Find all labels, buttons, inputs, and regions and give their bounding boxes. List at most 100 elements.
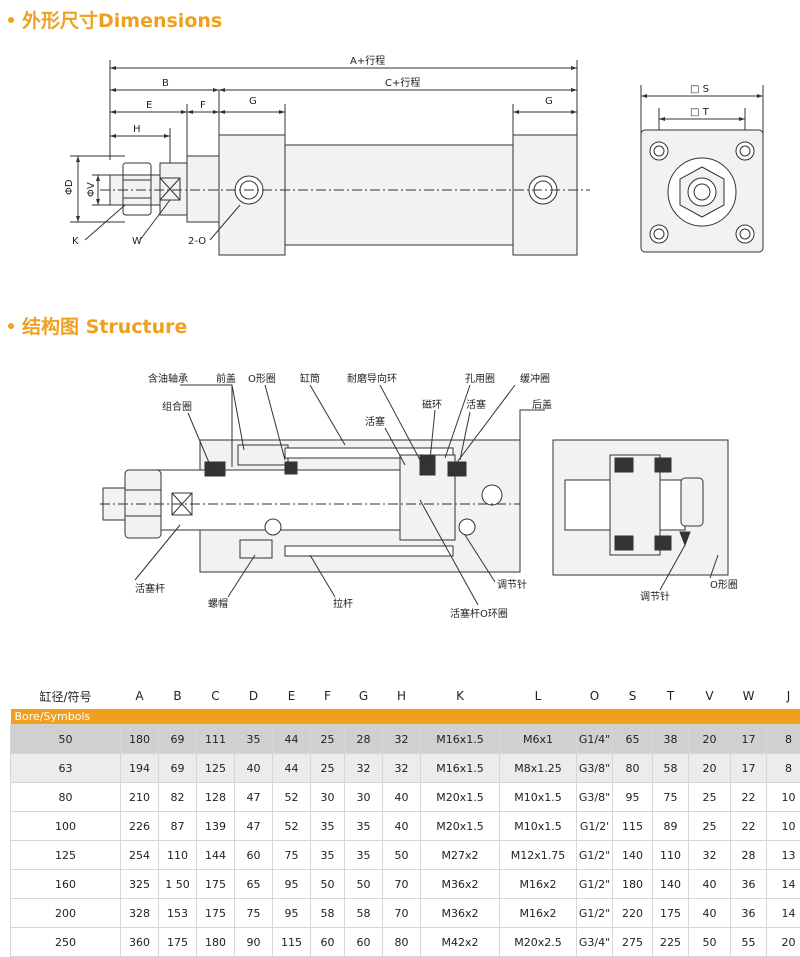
title-bullet [8,17,14,23]
table-cell: 10 [767,812,800,841]
table-cell: 89 [653,812,689,841]
bore-cell: 50 [11,725,121,754]
bore-cell: 80 [11,783,121,812]
label-c-stroke: C+行程 [385,76,420,89]
table-cell: M16x2 [500,870,577,899]
table-cell: G3/8" [577,783,613,812]
header-col: E [273,683,311,709]
table-cell: 226 [121,812,159,841]
bore-symbols-label: Bore/Symbols [11,709,800,725]
header-col: J [767,683,800,709]
table-cell: 50 [345,870,383,899]
label-k: K [72,236,79,247]
table-cell: 10 [767,783,800,812]
table-cell: 220 [613,899,653,928]
table-cell: 69 [159,725,197,754]
label-w: W [132,236,142,247]
table-cell: 25 [689,783,731,812]
label-rod-o-ring: 活塞杆O环圈 [450,607,508,620]
table-cell: 180 [121,725,159,754]
table-cell: 8 [767,754,800,783]
table-cell: 40 [383,812,421,841]
table-cell: M16x1.5 [421,754,500,783]
bore-symbols-row: Bore/Symbols [11,709,800,725]
label-rear-cover: 后盖 [532,398,552,411]
table-cell: 28 [345,725,383,754]
table-cell: M36x2 [421,899,500,928]
label-adjust-needle-2: 调节针 [640,590,670,603]
table-cell: 52 [273,783,311,812]
table-header-row: 缸径/符号 A B C D E F G H K L O S T V W J [11,683,800,709]
table-cell: 30 [311,783,345,812]
label-a-stroke: A+行程 [350,54,385,67]
table-cell: 17 [731,725,767,754]
label-phi-d: ΦD [64,179,75,195]
table-cell: 35 [311,812,345,841]
header-col: C [197,683,235,709]
table-cell: 175 [159,928,197,957]
table-cell: 14 [767,870,800,899]
table-cell: 40 [689,899,731,928]
label-g-left: G [249,96,257,107]
table-cell: 35 [345,841,383,870]
table-cell: 75 [273,841,311,870]
dimensions-title: 外形尺寸Dimensions [8,6,222,33]
table-cell: 60 [345,928,383,957]
label-cylinder-tube: 缸筒 [300,372,320,385]
table-cell: 144 [197,841,235,870]
table-cell: 30 [345,783,383,812]
header-col: W [731,683,767,709]
table-cell: M20x2.5 [500,928,577,957]
label-wear-ring: 耐磨导向环 [347,372,397,385]
table-cell: G3/4" [577,928,613,957]
dimensions-title-text: 外形尺寸Dimensions [22,10,222,32]
table-cell: 70 [383,899,421,928]
table-cell: 35 [345,812,383,841]
table-cell: 275 [613,928,653,957]
table-cell: 360 [121,928,159,957]
table-cell: M16x1.5 [421,725,500,754]
table-cell: 69 [159,754,197,783]
bore-cell: 160 [11,870,121,899]
table-cell: 36 [731,899,767,928]
dimensions-drawing: A+行程 C+行程 B E F G G H ΦD ΦV K W 2-O □ S … [0,40,800,300]
header-col: A [121,683,159,709]
table-cell: 325 [121,870,159,899]
label-h: H [133,124,141,135]
table-cell: M42x2 [421,928,500,957]
table-cell: 47 [235,812,273,841]
header-col: G [345,683,383,709]
table-cell: 128 [197,783,235,812]
table-cell: 13 [767,841,800,870]
label-nut-cap: 螺帽 [208,597,228,610]
label-tie-rod: 拉杆 [333,597,353,610]
table-cell: 115 [273,928,311,957]
table-cell: 50 [311,870,345,899]
table-cell: 44 [273,725,311,754]
table-cell: G1/2" [577,899,613,928]
table-cell: 175 [197,870,235,899]
title-bullet-2 [8,323,14,329]
table-cell: 20 [689,754,731,783]
table-cell: 95 [273,870,311,899]
bore-cell: 250 [11,928,121,957]
label-square-s: □ S [690,84,709,95]
table-cell: 180 [613,870,653,899]
header-col: F [311,683,345,709]
structure-drawing: 含油轴承 前盖 O形圈 缸筒 耐磨导向环 孔用圈 缓冲圈 组合圈 磁环 活塞 后… [0,360,800,630]
label-piston-b: 活塞 [365,415,385,428]
header-col: K [421,683,500,709]
table-cell: G3/8" [577,754,613,783]
table-cell: 80 [613,754,653,783]
table-cell: 87 [159,812,197,841]
label-e: E [146,100,152,111]
header-col: T [653,683,689,709]
header-col: L [500,683,577,709]
tube-shape [285,145,513,245]
label-combo-ring: 组合圈 [162,400,192,413]
